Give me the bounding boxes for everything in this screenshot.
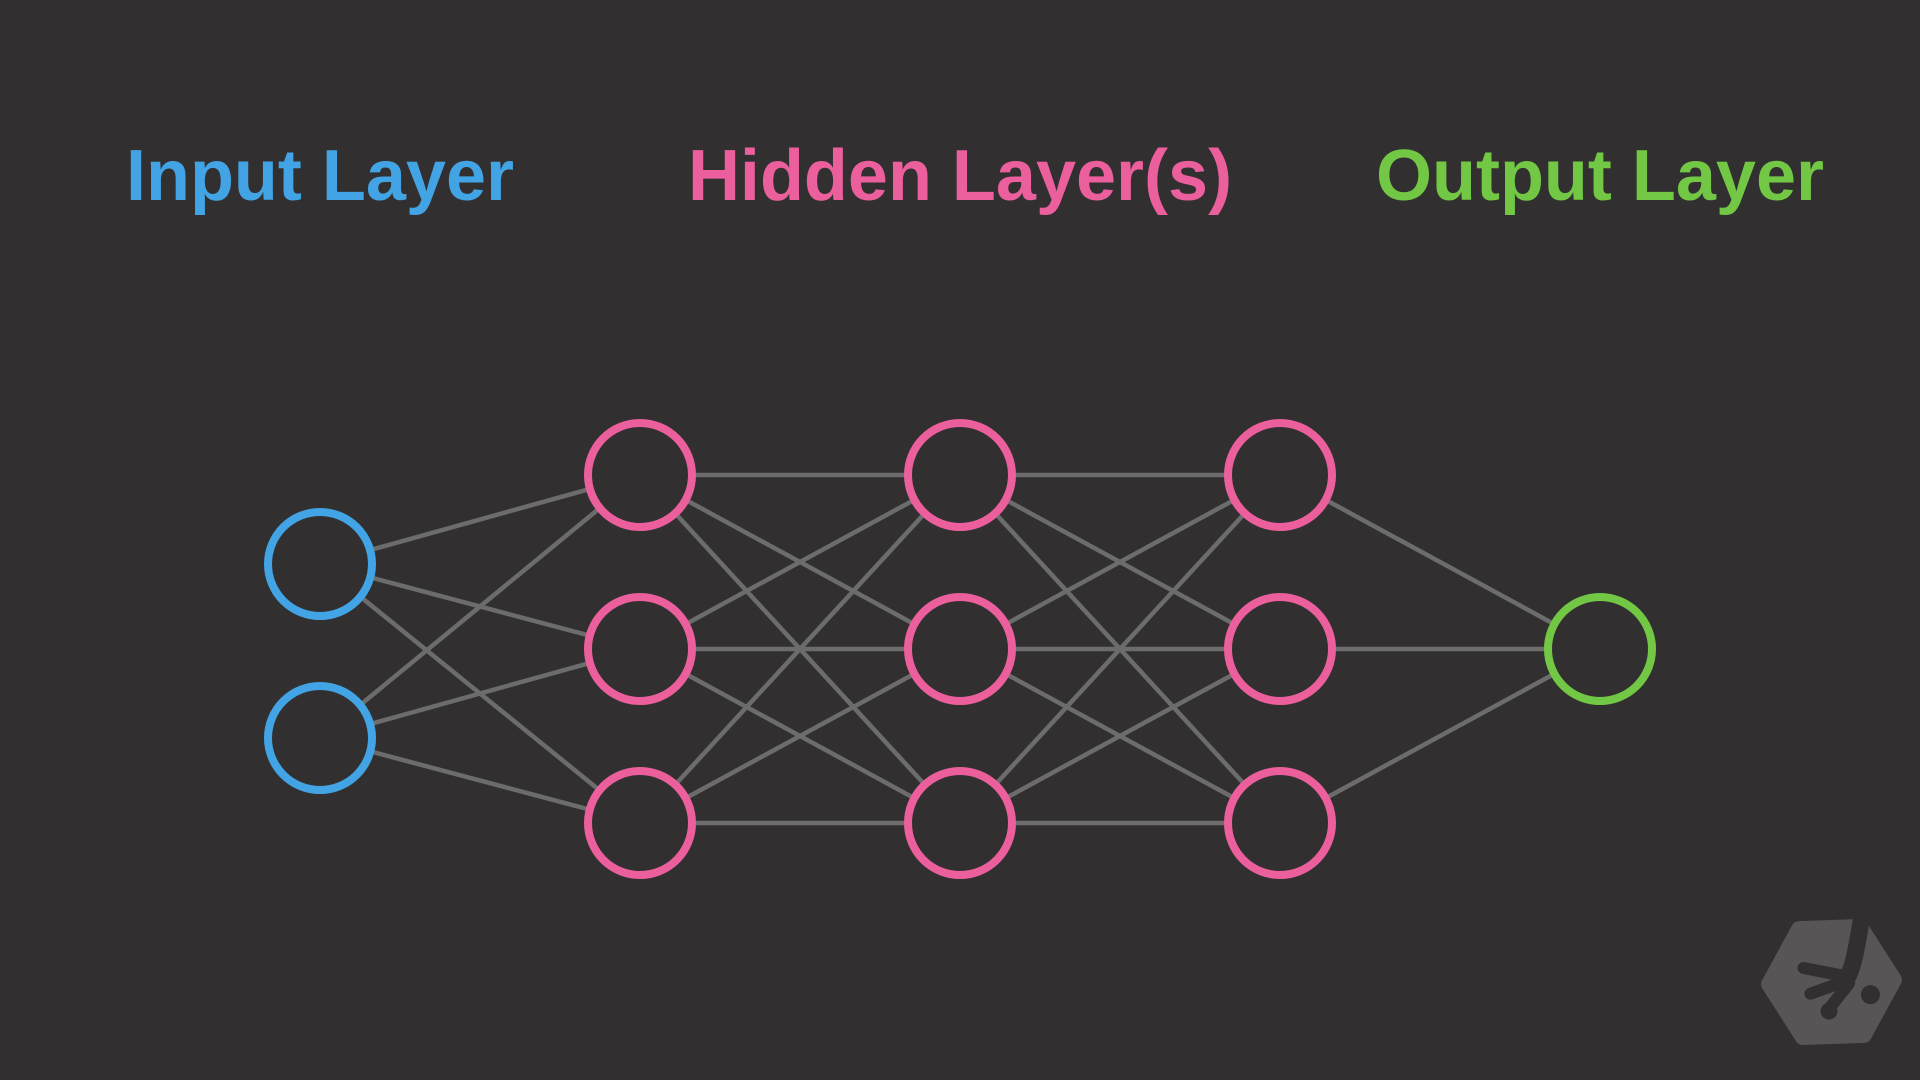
node-output-1 [1544,593,1656,705]
connection-line-input-to-hidden-1 [318,473,642,740]
connection-line-hidden-3-to-output [1278,473,1602,651]
node-hidden-2-3 [904,767,1016,879]
node-input-2 [264,682,376,794]
node-hidden-2-2 [904,593,1016,705]
node-hidden-2-1 [904,419,1016,531]
connection-line-hidden-1-to-hidden-2 [638,473,962,825]
node-hidden-3-2 [1224,593,1336,705]
connection-line-hidden-3-to-output [1278,647,1602,825]
label-input-layer: Input Layer [125,136,515,216]
connection-line-hidden-2-to-hidden-3 [958,647,1282,825]
label-output-layer: Output Layer [1375,136,1825,216]
label-hidden-layers: Hidden Layer(s) [687,136,1233,216]
connection-line-hidden-2-to-hidden-3 [958,473,1282,651]
node-hidden-1-2 [584,593,696,705]
node-hidden-3-1 [1224,419,1336,531]
node-hidden-3-3 [1224,767,1336,879]
node-hidden-1-1 [584,419,696,531]
connection-line-hidden-1-to-hidden-2 [638,473,962,651]
connection-line-hidden-2-to-hidden-3 [958,473,1282,825]
connection-line-hidden-1-to-hidden-2 [638,647,962,825]
node-hidden-1-3 [584,767,696,879]
node-input-1 [264,508,376,620]
